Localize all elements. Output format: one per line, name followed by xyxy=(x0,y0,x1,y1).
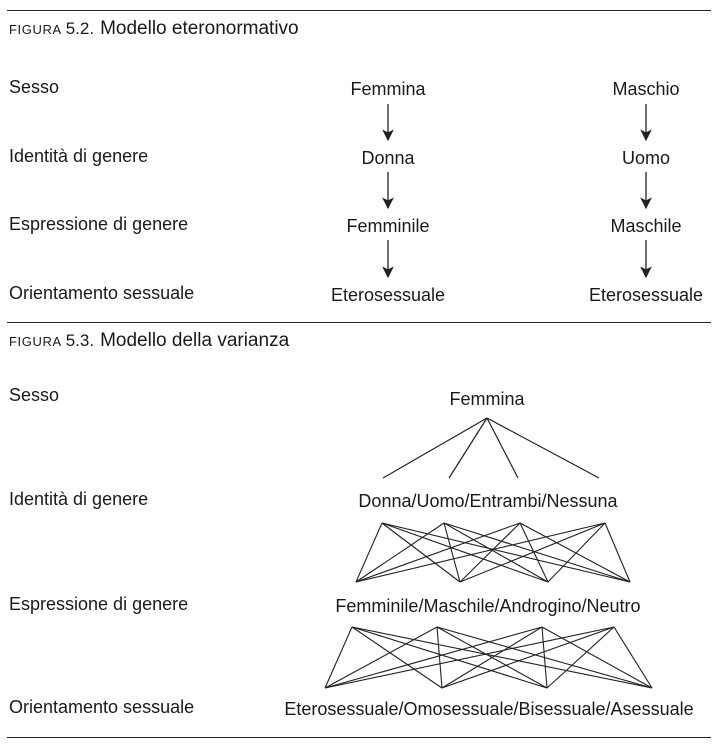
figure-label: FIGURA xyxy=(9,22,62,37)
node-right-sex: Maschio xyxy=(612,79,680,99)
connector-line xyxy=(547,522,606,583)
connector-line xyxy=(351,626,443,689)
row-label-sexual-orientation: Orientamento sessuale xyxy=(9,283,195,303)
connector-line xyxy=(443,522,631,583)
connector-line xyxy=(324,626,438,689)
fan-sex-to-identity xyxy=(382,417,600,479)
mesh-identity-to-expression xyxy=(355,522,631,583)
node-left-identity: Donna xyxy=(361,148,415,168)
connector-line xyxy=(519,522,549,583)
mesh-expression-to-orientation xyxy=(324,626,653,689)
row-label-gender-identity: Identità di genere xyxy=(9,146,149,166)
connector-line xyxy=(324,626,543,689)
connector-line xyxy=(381,522,631,583)
connector-line xyxy=(546,626,615,689)
connector-line xyxy=(441,626,543,689)
connector-line xyxy=(324,626,615,689)
figure-label: FIGURA xyxy=(9,334,62,349)
row-label-sexual-orientation: Orientamento sessuale xyxy=(9,697,195,717)
node-left-orientation: Eterosessuale xyxy=(330,285,446,305)
node-sexual-orientation: Eterosessuale/Omosessuale/Bisessuale/Ase… xyxy=(284,699,694,719)
connector-line xyxy=(604,522,631,583)
connector-line xyxy=(355,522,383,583)
node-left-sex: Femmina xyxy=(350,79,426,99)
row-label-gender-identity: Identità di genere xyxy=(9,489,149,509)
node-right-identity: Uomo xyxy=(621,148,671,168)
node-left-expression: Femminile xyxy=(346,216,430,236)
figure-title: Modello eteronormativo xyxy=(100,18,299,39)
figure-number: 5.3. xyxy=(65,331,95,350)
figure-title: Modello della varianza xyxy=(100,330,290,351)
connector-line xyxy=(351,626,548,689)
figure-number: 5.2. xyxy=(65,19,95,38)
row-label-sex: Sesso xyxy=(9,77,60,97)
connector-line xyxy=(381,522,549,583)
row-label-gender-expression: Espressione di genere xyxy=(9,594,189,614)
bottom-rule xyxy=(7,737,711,738)
row-label-sex: Sesso xyxy=(9,385,60,405)
node-right-expression: Maschile xyxy=(610,216,682,236)
middle-rule xyxy=(7,322,711,323)
top-rule xyxy=(7,10,711,11)
connector-line xyxy=(613,626,653,689)
connector-line xyxy=(355,522,445,583)
connector-line xyxy=(519,522,631,583)
connector-line xyxy=(441,626,615,689)
connector-line xyxy=(436,626,443,689)
node-right-orientation: Eterosessuale xyxy=(588,285,704,305)
connector-line xyxy=(443,522,549,583)
connector-line xyxy=(459,522,521,583)
node-sex: Femmina xyxy=(449,389,525,409)
connector-line xyxy=(381,522,461,583)
connector-line xyxy=(459,522,606,583)
connector-line xyxy=(351,626,653,689)
node-gender-identity: Donna/Uomo/Entrambi/Nessuna xyxy=(358,491,618,511)
row-label-gender-expression: Espressione di genere xyxy=(9,214,189,234)
connector-line xyxy=(541,626,653,689)
connector-line xyxy=(355,522,606,583)
connector-line xyxy=(541,626,548,689)
connector-line xyxy=(324,626,353,689)
connector-line xyxy=(443,522,461,583)
connector-line xyxy=(355,522,521,583)
node-gender-expression: Femminile/Maschile/Androgino/Neutro xyxy=(335,596,641,616)
